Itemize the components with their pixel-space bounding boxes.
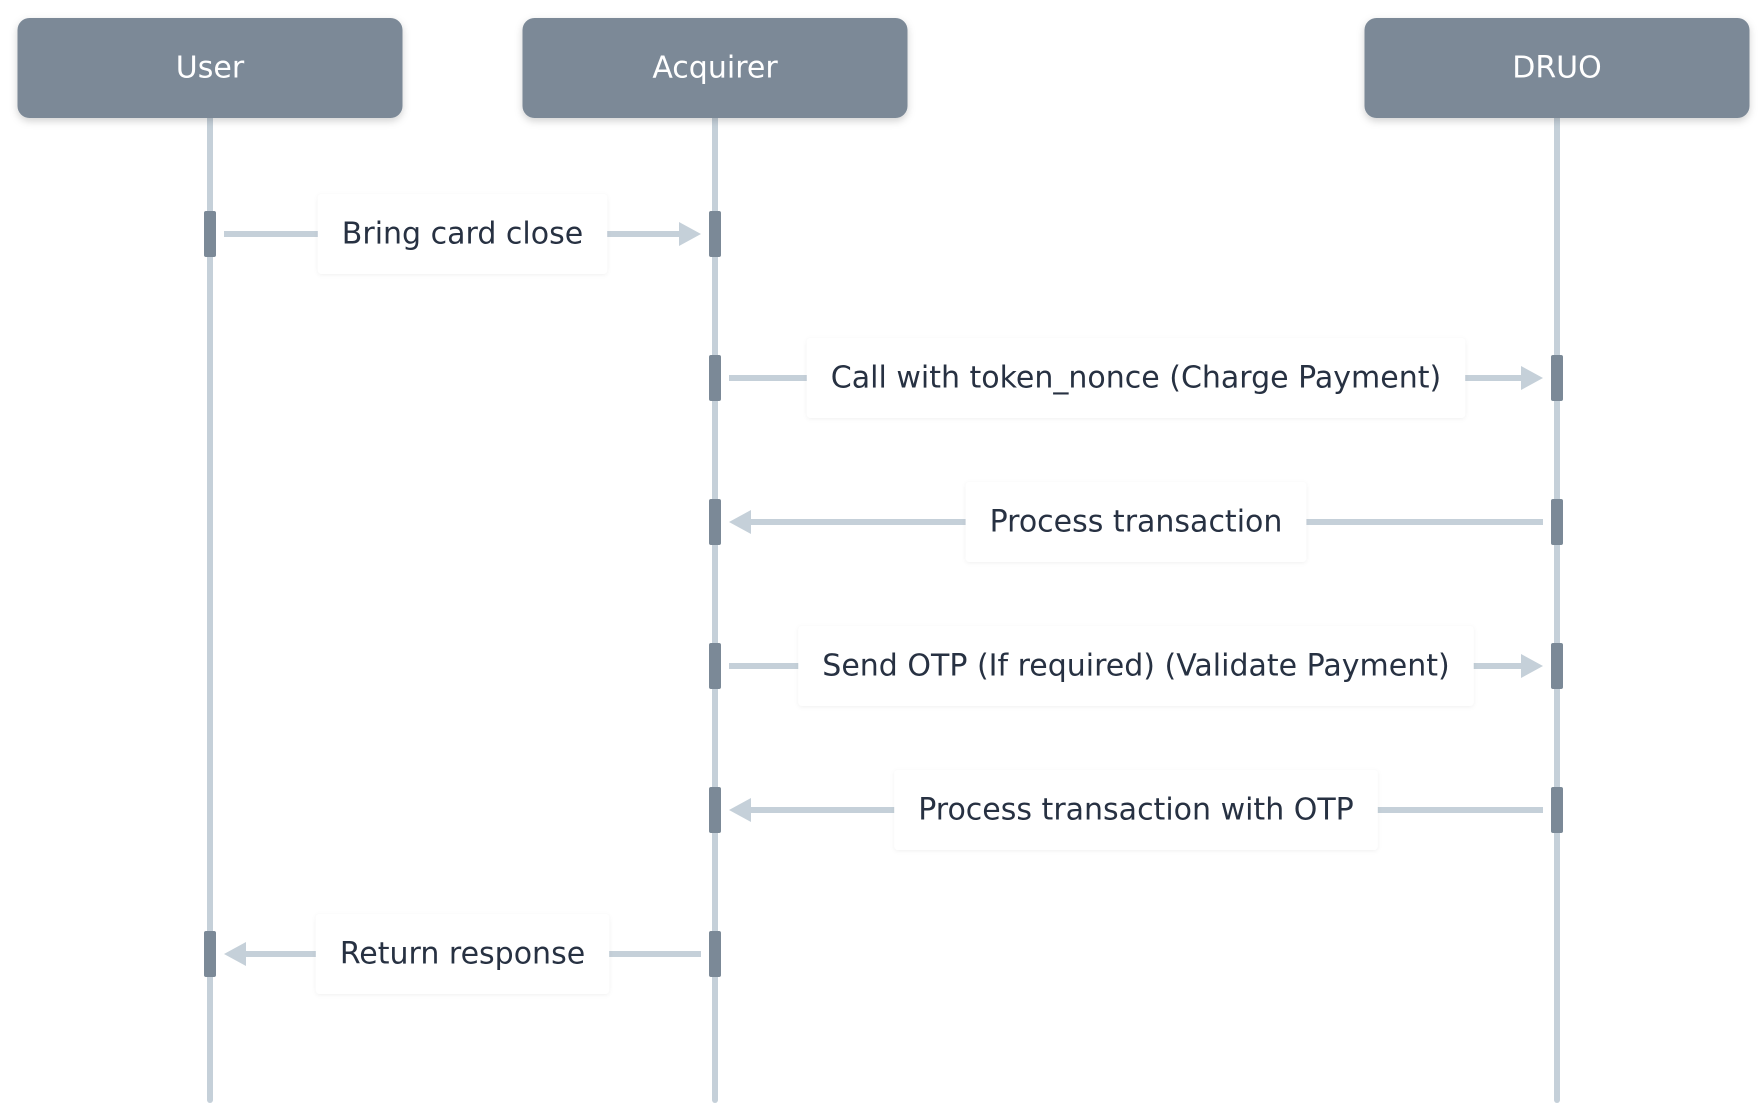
message-label-box (317, 194, 608, 274)
message-label: Process transaction (965, 482, 1307, 562)
message-label-box (965, 482, 1307, 562)
message-label-box (806, 338, 1466, 418)
activation-bar-target (1551, 355, 1563, 401)
actor-druo: DRUO (1364, 18, 1750, 118)
arrow-head-icon (1521, 654, 1543, 678)
message-label: Send OTP (If required) (Validate Payment… (798, 626, 1474, 706)
actor-acquirer: Acquirer (522, 18, 908, 118)
message-label-text: Process transaction (990, 505, 1283, 540)
message-2: Call with token_nonce (Charge Payment) (709, 338, 1563, 418)
message-5: Process transaction with OTP (709, 770, 1563, 850)
activation-bar-target (1551, 643, 1563, 689)
message-label: Process transaction with OTP (894, 770, 1378, 850)
arrow-head-icon (729, 510, 751, 534)
message-4: Send OTP (If required) (Validate Payment… (709, 626, 1563, 706)
activation-bar-source (1551, 499, 1563, 545)
message-1: Bring card close (204, 194, 721, 274)
arrow-head-icon (729, 798, 751, 822)
message-label: Bring card close (317, 194, 608, 274)
actor-user: User (17, 18, 403, 118)
actor-label: Acquirer (652, 51, 778, 86)
activation-bar-source (709, 355, 721, 401)
actor-label: DRUO (1512, 51, 1602, 86)
arrow-head-icon (224, 942, 246, 966)
message-label-box (894, 770, 1378, 850)
activation-bar-source (1551, 787, 1563, 833)
message-label-box (798, 626, 1474, 706)
actor-label: User (176, 51, 245, 86)
arrow-head-icon (679, 222, 701, 246)
arrow-head-icon (1521, 366, 1543, 390)
message-label: Return response (315, 914, 610, 994)
actor-box (522, 18, 908, 118)
actors: User Acquirer DRUO (17, 18, 1750, 118)
message-label-text: Send OTP (If required) (Validate Payment… (822, 649, 1449, 684)
message-label: Call with token_nonce (Charge Payment) (806, 338, 1466, 418)
activation-bar-source (204, 211, 216, 257)
activation-bar-source (709, 643, 721, 689)
actor-box (17, 18, 403, 118)
message-label-text: Bring card close (342, 217, 583, 252)
actor-box (1364, 18, 1750, 118)
message-label-text: Process transaction with OTP (918, 793, 1354, 828)
message-label-text: Call with token_nonce (Charge Payment) (831, 361, 1441, 396)
activation-bar-target (709, 499, 721, 545)
activation-bar-target (709, 211, 721, 257)
activation-bar-source (709, 931, 721, 977)
activation-bar-target (204, 931, 216, 977)
activation-bar-target (709, 787, 721, 833)
message-6: Return response (204, 914, 721, 994)
message-label-text: Return response (340, 937, 585, 972)
message-3: Process transaction (709, 482, 1563, 562)
message-label-box (315, 914, 610, 994)
